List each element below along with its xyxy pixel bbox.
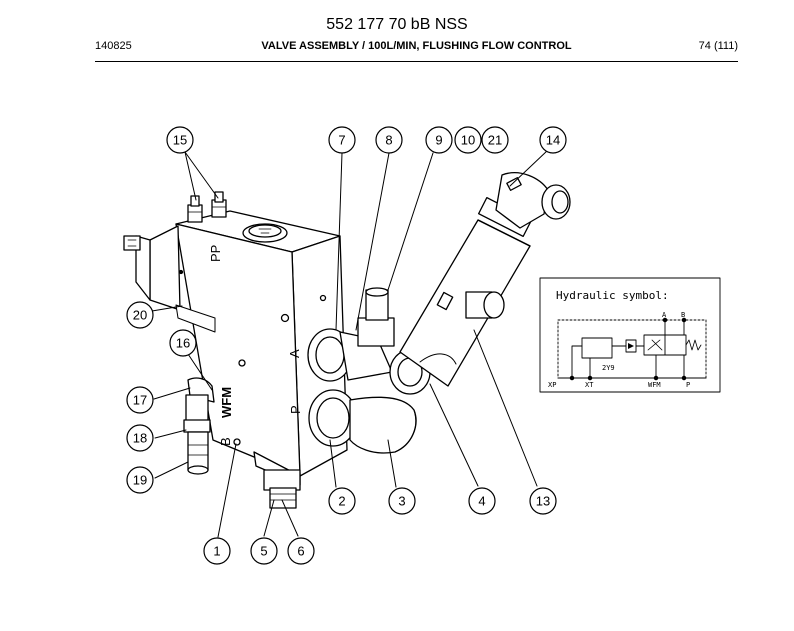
callout-9: 9 [425, 126, 453, 154]
hydraulic-symbol-panel [539, 277, 721, 393]
date-code: 140825 [95, 40, 132, 52]
bottom-adjuster [253, 451, 301, 509]
callout-16: 16 [169, 329, 197, 357]
callout-circle [454, 126, 482, 154]
callout-7: 7 [328, 126, 356, 154]
callout-circle [388, 487, 416, 515]
callout-14: 14 [539, 126, 567, 154]
callout-number: 6 [297, 544, 304, 559]
callout-19: 19 [126, 466, 154, 494]
side-gauge-fitting [183, 377, 215, 475]
hydraulic-symbol-title: Hydraulic symbol: [556, 289, 669, 302]
callout-number: 17 [133, 393, 147, 408]
page-header: 140825 VALVE ASSEMBLY / 100L/MIN, FLUSHI… [95, 40, 738, 54]
callout-number: 20 [133, 308, 147, 323]
page-number: 74 (111) [698, 40, 738, 52]
callout-circle [481, 126, 509, 154]
callout-15: 15 [166, 126, 194, 154]
callout-circle [425, 126, 453, 154]
callout-number: 7 [338, 133, 345, 148]
callout-5: 5 [250, 537, 278, 565]
document-number: 552 177 70 bB NSS [326, 16, 468, 33]
callout-circle [539, 126, 567, 154]
callout-number: 15 [173, 133, 187, 148]
port-xt-label: XT [585, 381, 594, 389]
callout-number: 19 [133, 473, 147, 488]
callout-10: 10 [454, 126, 482, 154]
callout-number: 16 [176, 336, 190, 351]
callout-circle [529, 487, 557, 515]
callout-number: 1 [213, 544, 220, 559]
port-wfm-label: WFM [648, 381, 661, 389]
callout-number: 13 [536, 494, 550, 509]
callout-circle [375, 126, 403, 154]
mark-b: B [218, 437, 233, 446]
callout-number: 2 [338, 494, 345, 509]
test-point-fittings [187, 191, 227, 223]
callout-circle [250, 537, 278, 565]
elbow-fitting-lower [308, 389, 417, 454]
port-b-label: B [681, 311, 685, 319]
callout-8: 8 [375, 126, 403, 154]
callout-number: 4 [478, 494, 485, 509]
callout-circle [126, 301, 154, 329]
page-title: VALVE ASSEMBLY / 100L/MIN, FLUSHING FLOW… [261, 40, 572, 52]
callout-21: 21 [481, 126, 509, 154]
callout-circle [203, 537, 231, 565]
port-xp-label: XP [548, 381, 556, 389]
mark-a: A [287, 349, 302, 358]
mark-wfm: WFM [219, 387, 234, 418]
callout-number: 5 [260, 544, 267, 559]
solenoid-coil [123, 225, 216, 333]
callout-circle [328, 487, 356, 515]
port-p-label: P [686, 381, 690, 389]
solenoid-label: 2Y9 [602, 364, 615, 372]
callout-circle [287, 537, 315, 565]
mark-p: P [288, 405, 303, 414]
header-rule [95, 61, 738, 62]
callout-number: 14 [546, 133, 560, 148]
leader-lines [151, 149, 549, 538]
flow-control-pipe [399, 172, 571, 387]
callout-6: 6 [287, 537, 315, 565]
callout-circle [126, 386, 154, 414]
callout-circle [126, 424, 154, 452]
callout-20: 20 [126, 301, 154, 329]
callout-circle [328, 126, 356, 154]
callout-number: 8 [385, 133, 392, 148]
callout-17: 17 [126, 386, 154, 414]
callout-circle [468, 487, 496, 515]
callout-number: 21 [488, 133, 502, 148]
callout-circle [169, 329, 197, 357]
callout-circle [166, 126, 194, 154]
callout-number: 9 [435, 133, 442, 148]
callout-1: 1 [203, 537, 231, 565]
callout-number: 18 [133, 431, 147, 446]
body-marks: PP A P B WFM [208, 245, 303, 446]
callout-circle [126, 466, 154, 494]
callout-4: 4 [468, 487, 496, 515]
callout-number: 10 [461, 133, 475, 148]
callout-18: 18 [126, 424, 154, 452]
port-a-label: A [662, 311, 667, 319]
callout-3: 3 [388, 487, 416, 515]
callout-13: 13 [529, 487, 557, 515]
callout-2: 2 [328, 487, 356, 515]
mark-pp: PP [208, 245, 223, 262]
hydraulic-symbol-labels: Hydraulic symbol: A B XP XT WFM P 2Y9 [548, 289, 690, 389]
callout-number: 3 [398, 494, 405, 509]
